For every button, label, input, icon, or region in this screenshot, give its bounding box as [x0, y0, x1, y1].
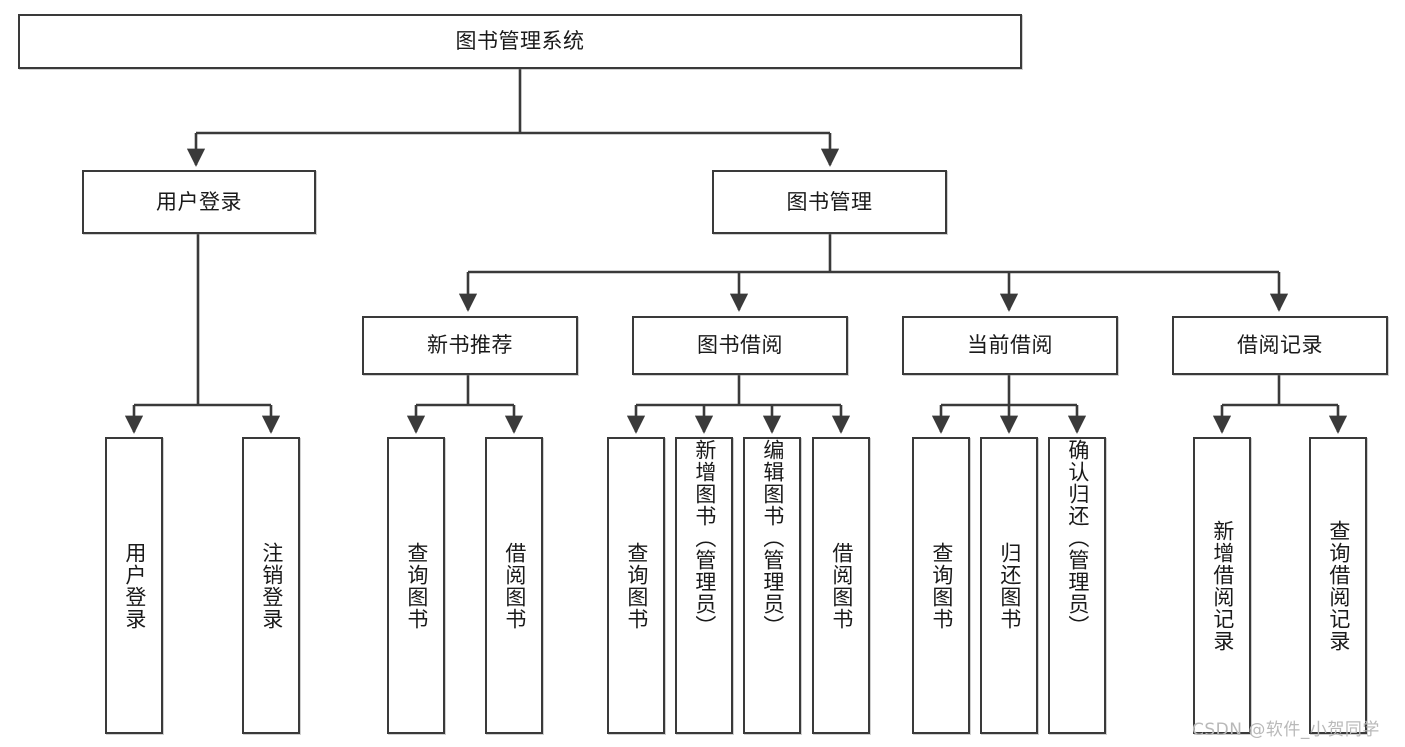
node-label: 注销登录 [259, 541, 284, 630]
node-label: 当前借阅 [967, 333, 1053, 358]
node-label: 借阅图书 [829, 541, 854, 630]
node-book-borrowing[interactable]: 图书借阅 [632, 316, 848, 375]
node-root-book-management-system[interactable]: 图书管理系统 [18, 14, 1022, 69]
node-label: 新增图书（管理员） [692, 439, 717, 637]
node-leaf-borrow-books[interactable]: 借阅图书 [812, 437, 870, 734]
node-borrowing-records[interactable]: 借阅记录 [1172, 316, 1388, 375]
node-label: 编辑图书（管理员） [760, 439, 785, 637]
node-current-borrowing[interactable]: 当前借阅 [902, 316, 1118, 375]
node-book-management[interactable]: 图书管理 [712, 170, 947, 234]
node-new-book-recommendation[interactable]: 新书推荐 [362, 316, 578, 375]
node-label: 图书借阅 [697, 333, 783, 358]
node-user-login[interactable]: 用户登录 [82, 170, 316, 234]
node-label: 归还图书 [997, 541, 1022, 630]
node-label: 用户登录 [156, 189, 242, 214]
node-leaf-user-login[interactable]: 用户登录 [105, 437, 163, 734]
node-label: 查询图书 [404, 541, 429, 630]
node-leaf-query-borrow-record[interactable]: 查询借阅记录 [1309, 437, 1367, 734]
node-leaf-return-books[interactable]: 归还图书 [980, 437, 1038, 734]
node-leaf-query-books-current[interactable]: 查询图书 [912, 437, 970, 734]
node-label: 用户登录 [122, 541, 147, 630]
node-label: 查询图书 [624, 541, 649, 630]
node-leaf-confirm-return-admin[interactable]: 确认归还（管理员） [1048, 437, 1106, 734]
node-label: 确认归还（管理员） [1065, 439, 1090, 637]
node-label: 图书管理 [786, 189, 873, 214]
node-label: 借阅图书 [502, 541, 527, 630]
node-label: 新增借阅记录 [1210, 519, 1235, 652]
node-leaf-edit-book-admin[interactable]: 编辑图书（管理员） [743, 437, 801, 734]
node-leaf-logout[interactable]: 注销登录 [242, 437, 300, 734]
node-label: 新书推荐 [427, 333, 513, 358]
node-leaf-query-books-borrow[interactable]: 查询图书 [607, 437, 665, 734]
node-leaf-add-book-admin[interactable]: 新增图书（管理员） [675, 437, 733, 734]
csdn-watermark: CSDN @软件_小贺同学 [1192, 720, 1380, 740]
node-label: 查询借阅记录 [1326, 519, 1351, 652]
node-leaf-add-borrow-record[interactable]: 新增借阅记录 [1193, 437, 1251, 734]
node-leaf-borrow-books-recommend[interactable]: 借阅图书 [485, 437, 543, 734]
node-label: 借阅记录 [1237, 333, 1323, 358]
node-label: 图书管理系统 [455, 29, 585, 54]
node-label: 查询图书 [929, 541, 954, 630]
node-leaf-query-books-recommend[interactable]: 查询图书 [387, 437, 445, 734]
